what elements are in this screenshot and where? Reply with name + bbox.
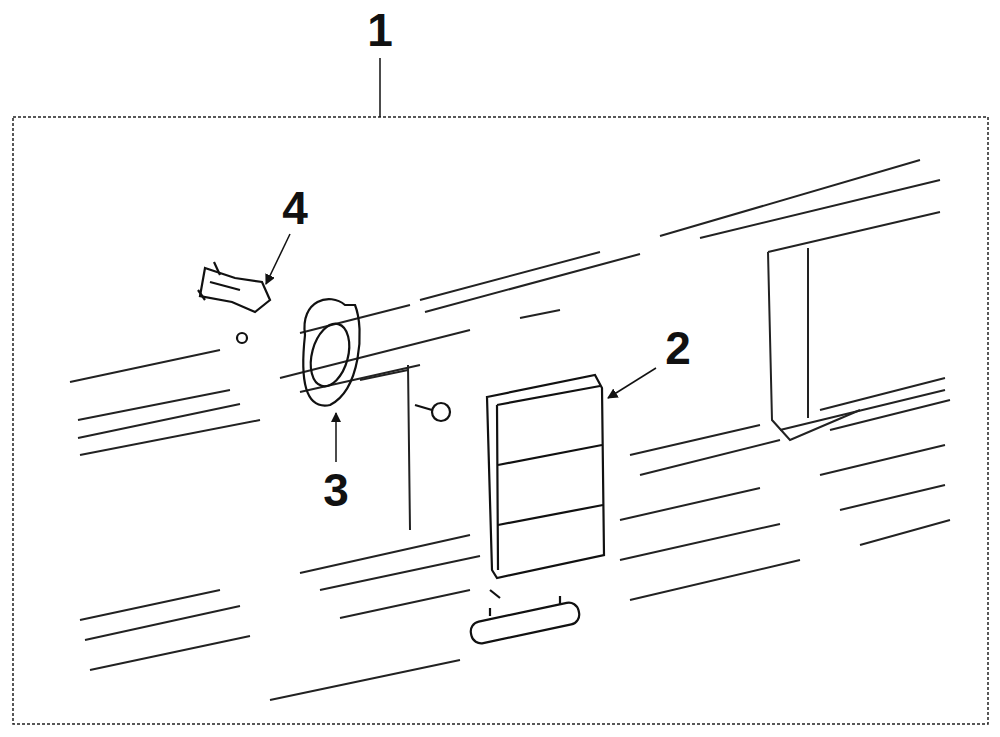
- callout-number: 1: [367, 7, 393, 53]
- leader-lines: [266, 58, 656, 462]
- lamp-parts: [198, 262, 604, 645]
- panel-outline: [13, 117, 988, 724]
- callout-number: 4: [282, 185, 308, 231]
- callout-number: 2: [665, 325, 691, 371]
- callout-number: 3: [323, 467, 349, 513]
